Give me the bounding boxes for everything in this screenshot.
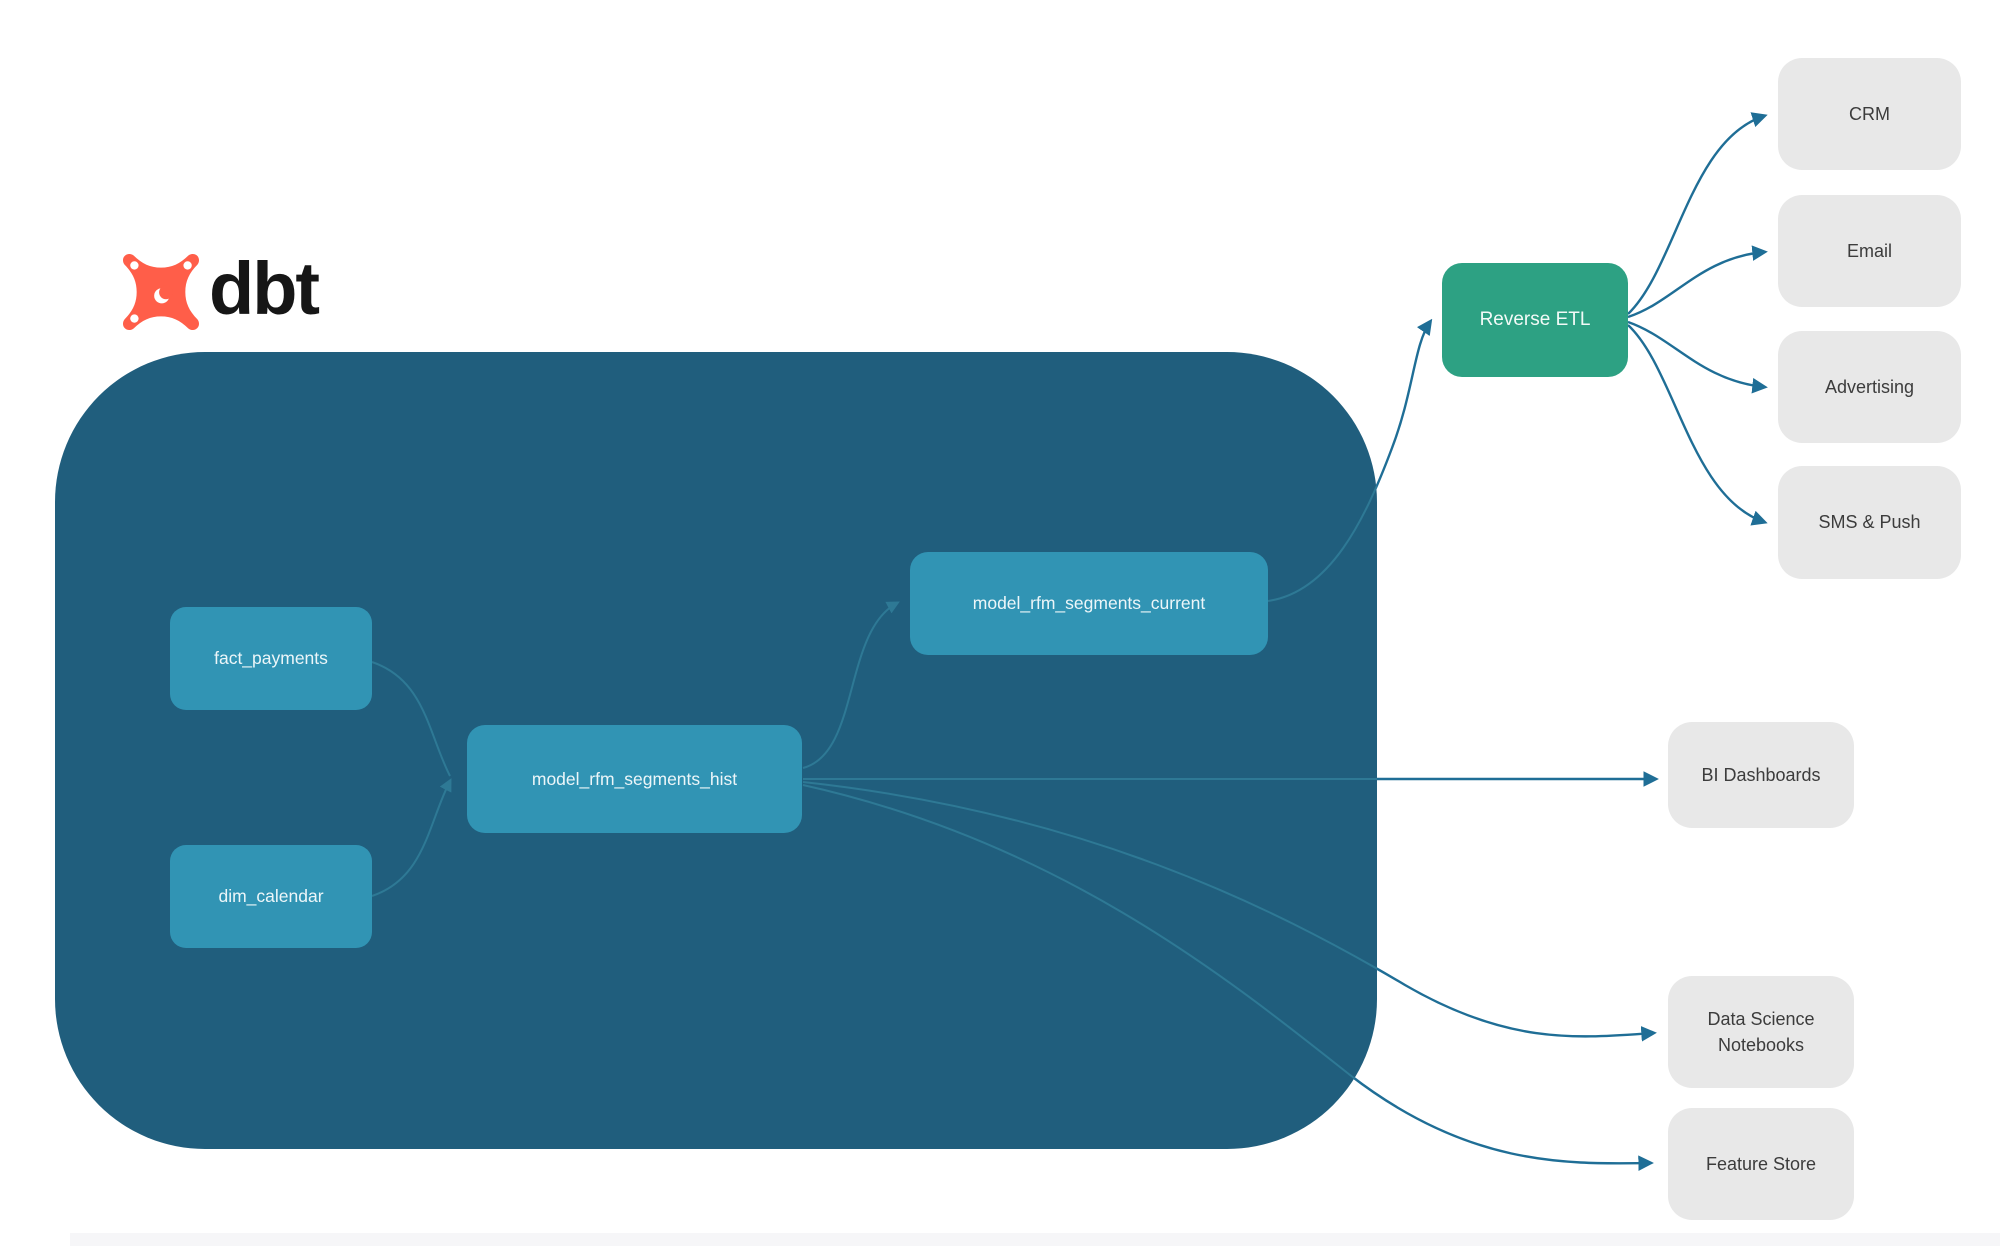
node-label: Reverse ETL <box>1479 309 1591 330</box>
node-sms-push: SMS & Push <box>1778 466 1961 579</box>
node-feature-store: Feature Store <box>1668 1108 1854 1220</box>
edge-reverse-etl-to-sms-push <box>1627 324 1768 526</box>
dbt-logo: dbt <box>123 247 320 332</box>
edge-reverse-etl-to-crm <box>1627 112 1768 315</box>
dbt-wordmark: dbt <box>209 247 320 330</box>
edge-reverse-etl-to-email <box>1627 245 1768 319</box>
node-label: Data Science Notebooks <box>1707 1008 1815 1055</box>
node-crm: CRM <box>1778 58 1961 170</box>
node-label: CRM <box>1849 103 1890 124</box>
node-label: fact_payments <box>214 648 328 668</box>
node-label: Advertising <box>1824 376 1915 397</box>
node-label: model_rfm_segments_current <box>972 593 1206 613</box>
node-fact-payments: fact_payments <box>170 607 372 710</box>
node-email: Email <box>1778 195 1961 307</box>
node-model-rfm-segments-hist: model_rfm_segments_hist <box>467 725 802 833</box>
node-model-rfm-segments-current: model_rfm_segments_current <box>910 552 1268 655</box>
node-label: BI Dashboards <box>1701 764 1821 785</box>
node-label: Email <box>1846 240 1892 261</box>
node-reverse-etl: Reverse ETL <box>1442 263 1628 377</box>
node-bi-dashboards: BI Dashboards <box>1668 722 1854 828</box>
bottom-divider <box>70 1233 2000 1246</box>
node-dim-calendar: dim_calendar <box>170 845 372 948</box>
edge-reverse-etl-to-advertising <box>1627 320 1768 394</box>
node-label: SMS & Push <box>1818 512 1921 533</box>
node-label: dim_calendar <box>218 886 324 906</box>
node-advertising: Advertising <box>1778 331 1961 443</box>
node-data-science-notebooks: Data Science Notebooks <box>1668 976 1854 1088</box>
node-label: Feature Store <box>1705 1153 1817 1174</box>
node-label: model_rfm_segments_hist <box>531 768 738 789</box>
dbt-logo-mark-icon <box>123 254 199 330</box>
